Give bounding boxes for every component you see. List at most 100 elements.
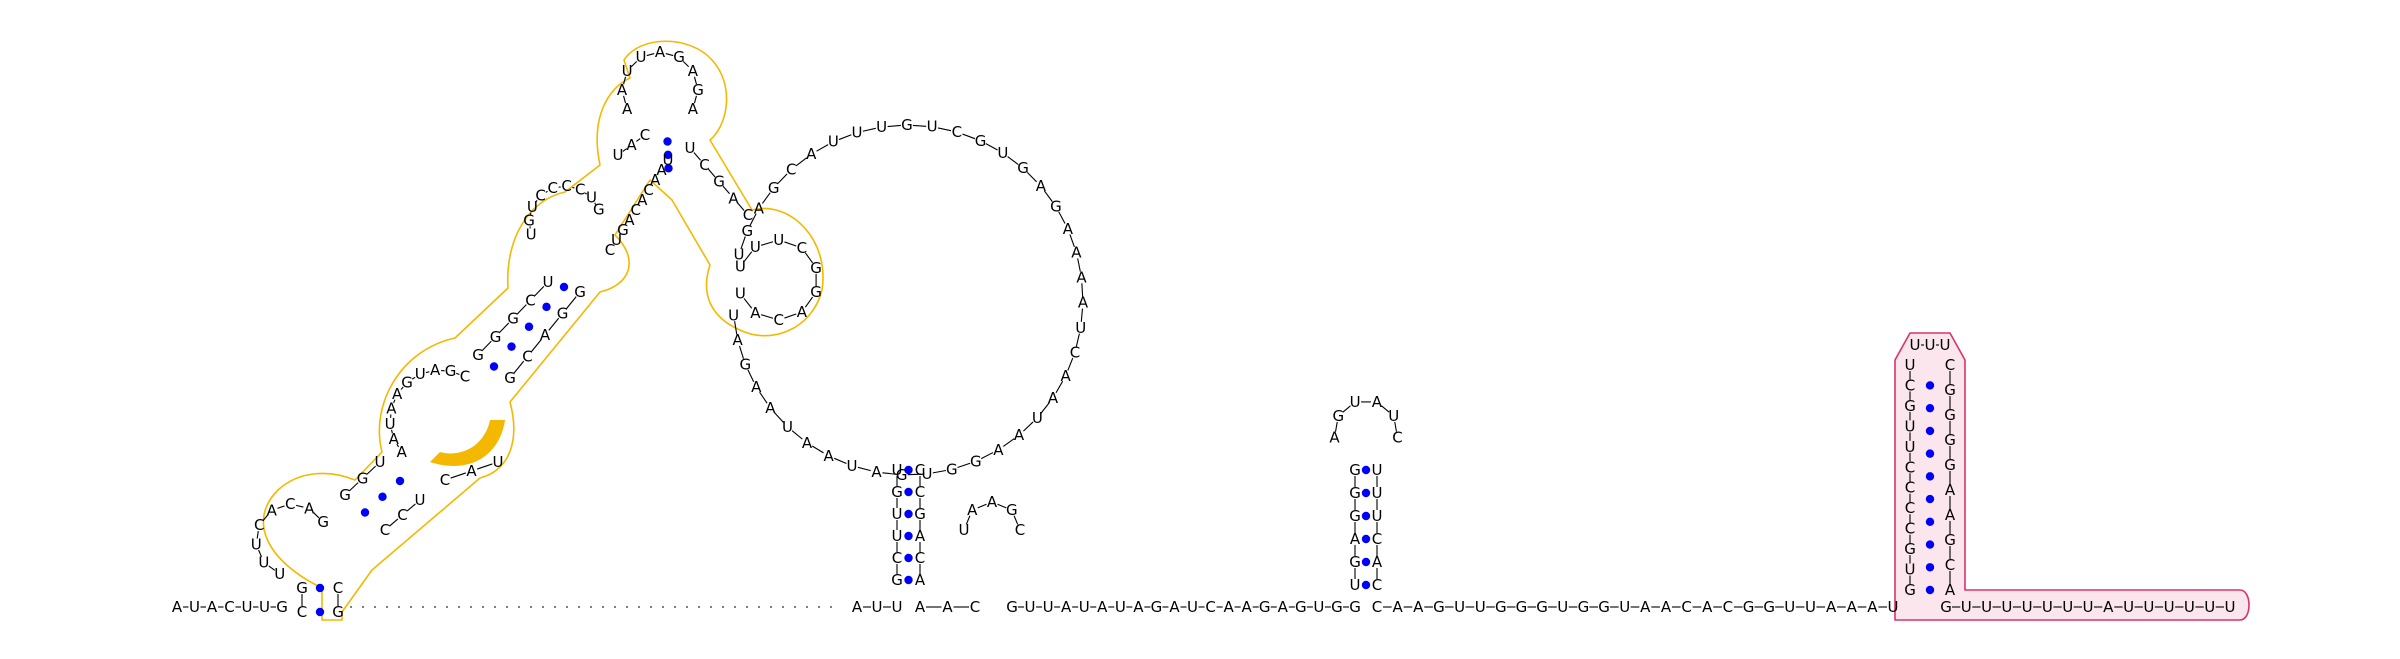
- large-loop-backbone: [838, 134, 852, 141]
- hairpin-2-loop-backbone: [1334, 421, 1338, 432]
- nucleotide-C: C: [535, 186, 545, 204]
- internal-loop-backbone: [425, 371, 430, 374]
- nucleotide-C: C: [643, 181, 653, 199]
- nucleotide-G: G: [1151, 598, 1163, 616]
- nucleotide-C: C: [1015, 521, 1025, 539]
- nucleotide-U: U: [2042, 598, 2053, 616]
- large-loop-backbone: [777, 173, 788, 184]
- nucleotide-G: G: [1495, 598, 1507, 616]
- base-pair-dot: [904, 465, 913, 475]
- nucleotide-A: A: [1847, 598, 1858, 616]
- nucleotide-A: A: [915, 598, 926, 616]
- hairpin-2-loop-backbone: [1342, 405, 1351, 413]
- nucleotide-U: U: [750, 238, 761, 256]
- large-loop-backbone: [774, 412, 784, 423]
- large-loop-backbone: [759, 391, 768, 404]
- base-pair-dot: [1925, 403, 1935, 413]
- upstream-domain-outline: [262, 40, 824, 621]
- nucleotide-U: U: [1075, 319, 1086, 337]
- nucleotide-A: A: [1329, 429, 1340, 447]
- nucleotide-A: A: [1826, 598, 1837, 616]
- nucleotide-U: U: [1981, 598, 1992, 616]
- nucleotide-U: U: [927, 118, 938, 136]
- base-pair-dot: [507, 342, 516, 351]
- large-loop-backbone: [1023, 421, 1034, 432]
- nucleotide-U: U: [847, 457, 858, 475]
- nucleotide-G: G: [507, 310, 519, 328]
- loop-a-backbone: [277, 505, 285, 509]
- loop-c-backbone: [594, 202, 597, 205]
- large-loop-backbone: [734, 321, 738, 335]
- nucleotide-U: U: [1115, 598, 1126, 616]
- internal-loop-backbone: [393, 399, 396, 404]
- nucleotide-C: C: [285, 495, 295, 513]
- large-loop-backbone: [1040, 402, 1050, 414]
- nucleotide-G: G: [1904, 397, 1916, 415]
- nucleotide-A: A: [915, 571, 926, 589]
- base-pair-dot: [1925, 494, 1935, 504]
- nucleotide-G: G: [1259, 598, 1271, 616]
- large-loop-backbone: [887, 124, 901, 128]
- nucleotide-A: A: [750, 304, 761, 322]
- nucleotide-U: U: [1905, 356, 1916, 374]
- nucleotide-U: U: [242, 598, 253, 616]
- nucleotide-U: U: [1888, 598, 1899, 616]
- nucleotide-A: A: [728, 189, 739, 207]
- nucleotide-A: A: [852, 598, 863, 616]
- stem-b-3prime-backbone: [389, 518, 399, 527]
- stem-c-3prime-backbone: [548, 317, 560, 331]
- base-pair-dot: [524, 322, 534, 331]
- terminator-hairpin-outline: [1894, 332, 2250, 621]
- nucleotide-U: U: [921, 465, 932, 483]
- nucleotide-C: C: [699, 156, 709, 174]
- nucleotide-A: A: [1076, 268, 1087, 286]
- large-loop-backbone: [937, 127, 952, 132]
- nucleotide-A: A: [1063, 220, 1074, 238]
- large-loop-backbone: [740, 236, 746, 250]
- nucleotide-C: C: [440, 471, 450, 489]
- nucleotide-G: G: [1295, 598, 1307, 616]
- large-loop-backbone: [761, 192, 771, 204]
- nucleotide-A: A: [1278, 598, 1289, 616]
- nucleotide-A: A: [1036, 177, 1047, 195]
- base-pair-dot: [904, 487, 913, 497]
- hairpin-1-loop-backbone: [1013, 515, 1019, 525]
- nucleotide-A: A: [754, 199, 765, 217]
- stem-e-backbone: [737, 202, 745, 211]
- nucleotide-G: G: [276, 598, 288, 616]
- base-pair-dot: [1361, 534, 1371, 544]
- base-pair-dot: [559, 282, 569, 292]
- loop-a-backbone: [268, 565, 276, 571]
- nucleotide-G: G: [1598, 598, 1610, 616]
- nucleotide-C: C: [952, 123, 962, 141]
- nucleotide-C: C: [1372, 598, 1382, 616]
- base-pair-dot: [904, 575, 913, 585]
- nucleotide-G: G: [1536, 598, 1548, 616]
- nucleotide-G: G: [810, 259, 822, 277]
- nucleotide-A: A: [1350, 530, 1361, 548]
- nucleotide-A: A: [624, 211, 635, 229]
- loop-c-backbone: [584, 192, 588, 195]
- large-loop-backbone: [738, 345, 744, 359]
- nucleotide-G: G: [970, 452, 982, 470]
- nucleotide-G: G: [1516, 598, 1528, 616]
- large-loop-backbone: [985, 143, 998, 151]
- highlighted-bases-fill: [430, 420, 505, 466]
- nucleotide-C: C: [892, 549, 902, 567]
- stem-d-5prime-backbone: [622, 148, 628, 152]
- nucleotide-U: U: [892, 461, 903, 479]
- nucleotide-G: G: [401, 373, 413, 391]
- nucleotide-A: A: [1640, 598, 1651, 616]
- nucleotide-G: G: [1763, 598, 1775, 616]
- base-pair-dot: [542, 302, 551, 312]
- nucleotide-U: U: [1619, 598, 1630, 616]
- internal-loop-backbone: [455, 372, 460, 376]
- nucleotide-A: A: [733, 331, 744, 349]
- nucleotide-U: U: [1784, 598, 1795, 616]
- loop-a-backbone: [313, 512, 320, 519]
- large-loop-backbone: [932, 469, 947, 474]
- large-loop-backbone: [1075, 333, 1080, 347]
- nucleotide-U: U: [851, 124, 862, 142]
- nucleotide-G: G: [593, 201, 605, 219]
